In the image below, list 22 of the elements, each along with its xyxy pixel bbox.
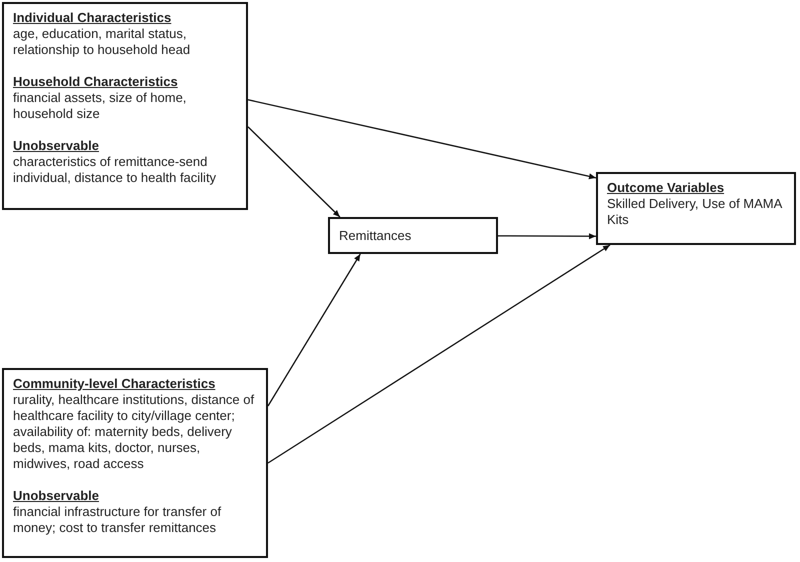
description: Skilled Delivery, Use of MAMA Kits (607, 196, 784, 228)
text-box (2, 368, 268, 558)
heading: Outcome Variables (607, 180, 726, 196)
arrow (498, 233, 596, 240)
description: financial assets, size of home, household size (13, 90, 188, 122)
description: characteristics of remittance-send individual, distance to health facility (13, 154, 218, 186)
text-box (596, 172, 796, 245)
heading: Household Characteristics (13, 74, 179, 90)
text-box (2, 2, 248, 210)
arrow (248, 99, 596, 180)
text-box (328, 217, 498, 254)
description: rurality, healthcare institutions, distance of healthcare facility to city/village center; availability of: maternity beds, delivery beds, mama kits, doctor, nurses, midwives, road access (13, 392, 256, 472)
heading: Individual Characteristics (13, 10, 172, 26)
arrow (268, 244, 610, 464)
heading: Unobservable (13, 488, 100, 504)
description: financial infrastructure for transfer of money; cost to transfer remittances (13, 504, 222, 536)
heading: Community-level Characteristics (13, 376, 216, 392)
description: age, education, marital status, relationship to household head (13, 26, 192, 58)
description: Remittances (339, 228, 412, 244)
arrow (267, 254, 361, 406)
arrow (248, 126, 340, 218)
heading: Unobservable (13, 138, 100, 154)
